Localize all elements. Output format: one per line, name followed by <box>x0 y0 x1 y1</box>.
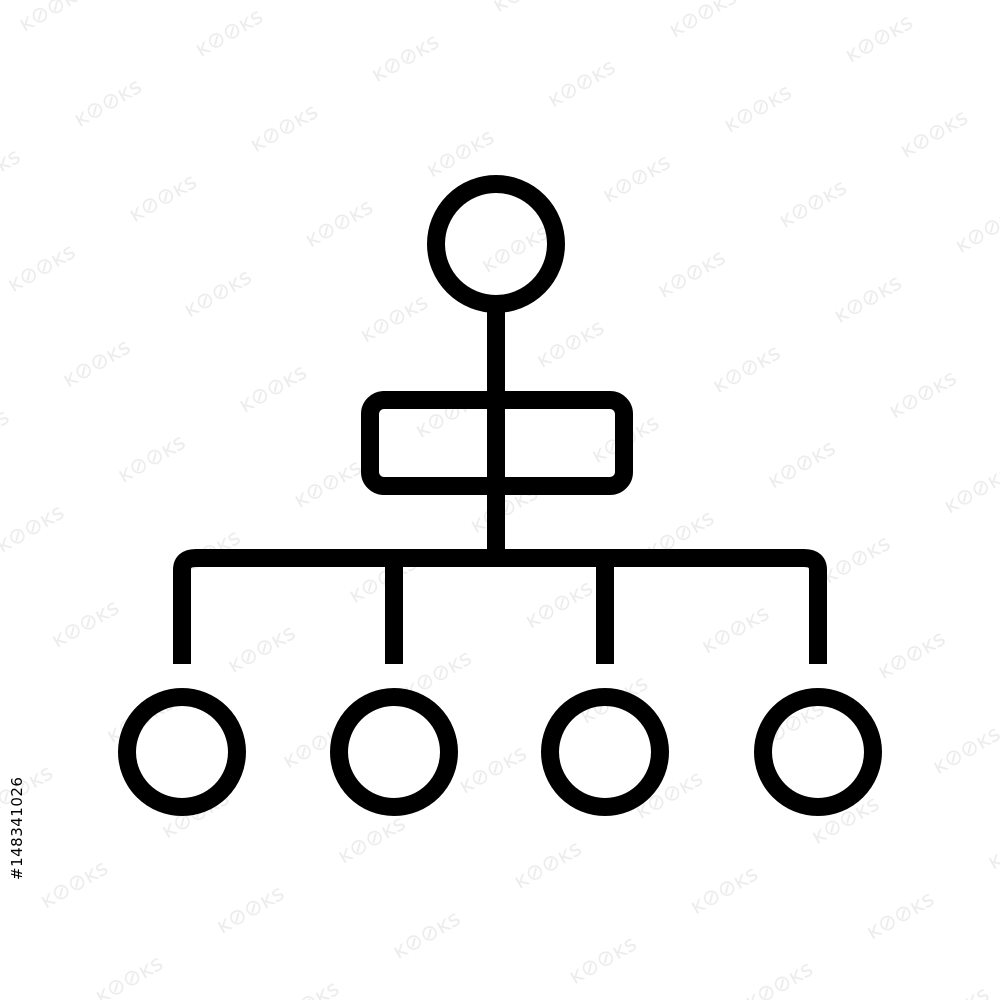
top-node-circle <box>427 175 565 313</box>
child-node-circle-1 <box>118 688 246 816</box>
stock-id-label: #148341026 <box>8 776 26 880</box>
child-node-circle-3 <box>541 688 669 816</box>
child-node-circle-2 <box>330 688 458 816</box>
middle-node-box <box>361 391 633 495</box>
child-node-circle-4 <box>754 688 882 816</box>
branch-bar <box>173 549 827 664</box>
